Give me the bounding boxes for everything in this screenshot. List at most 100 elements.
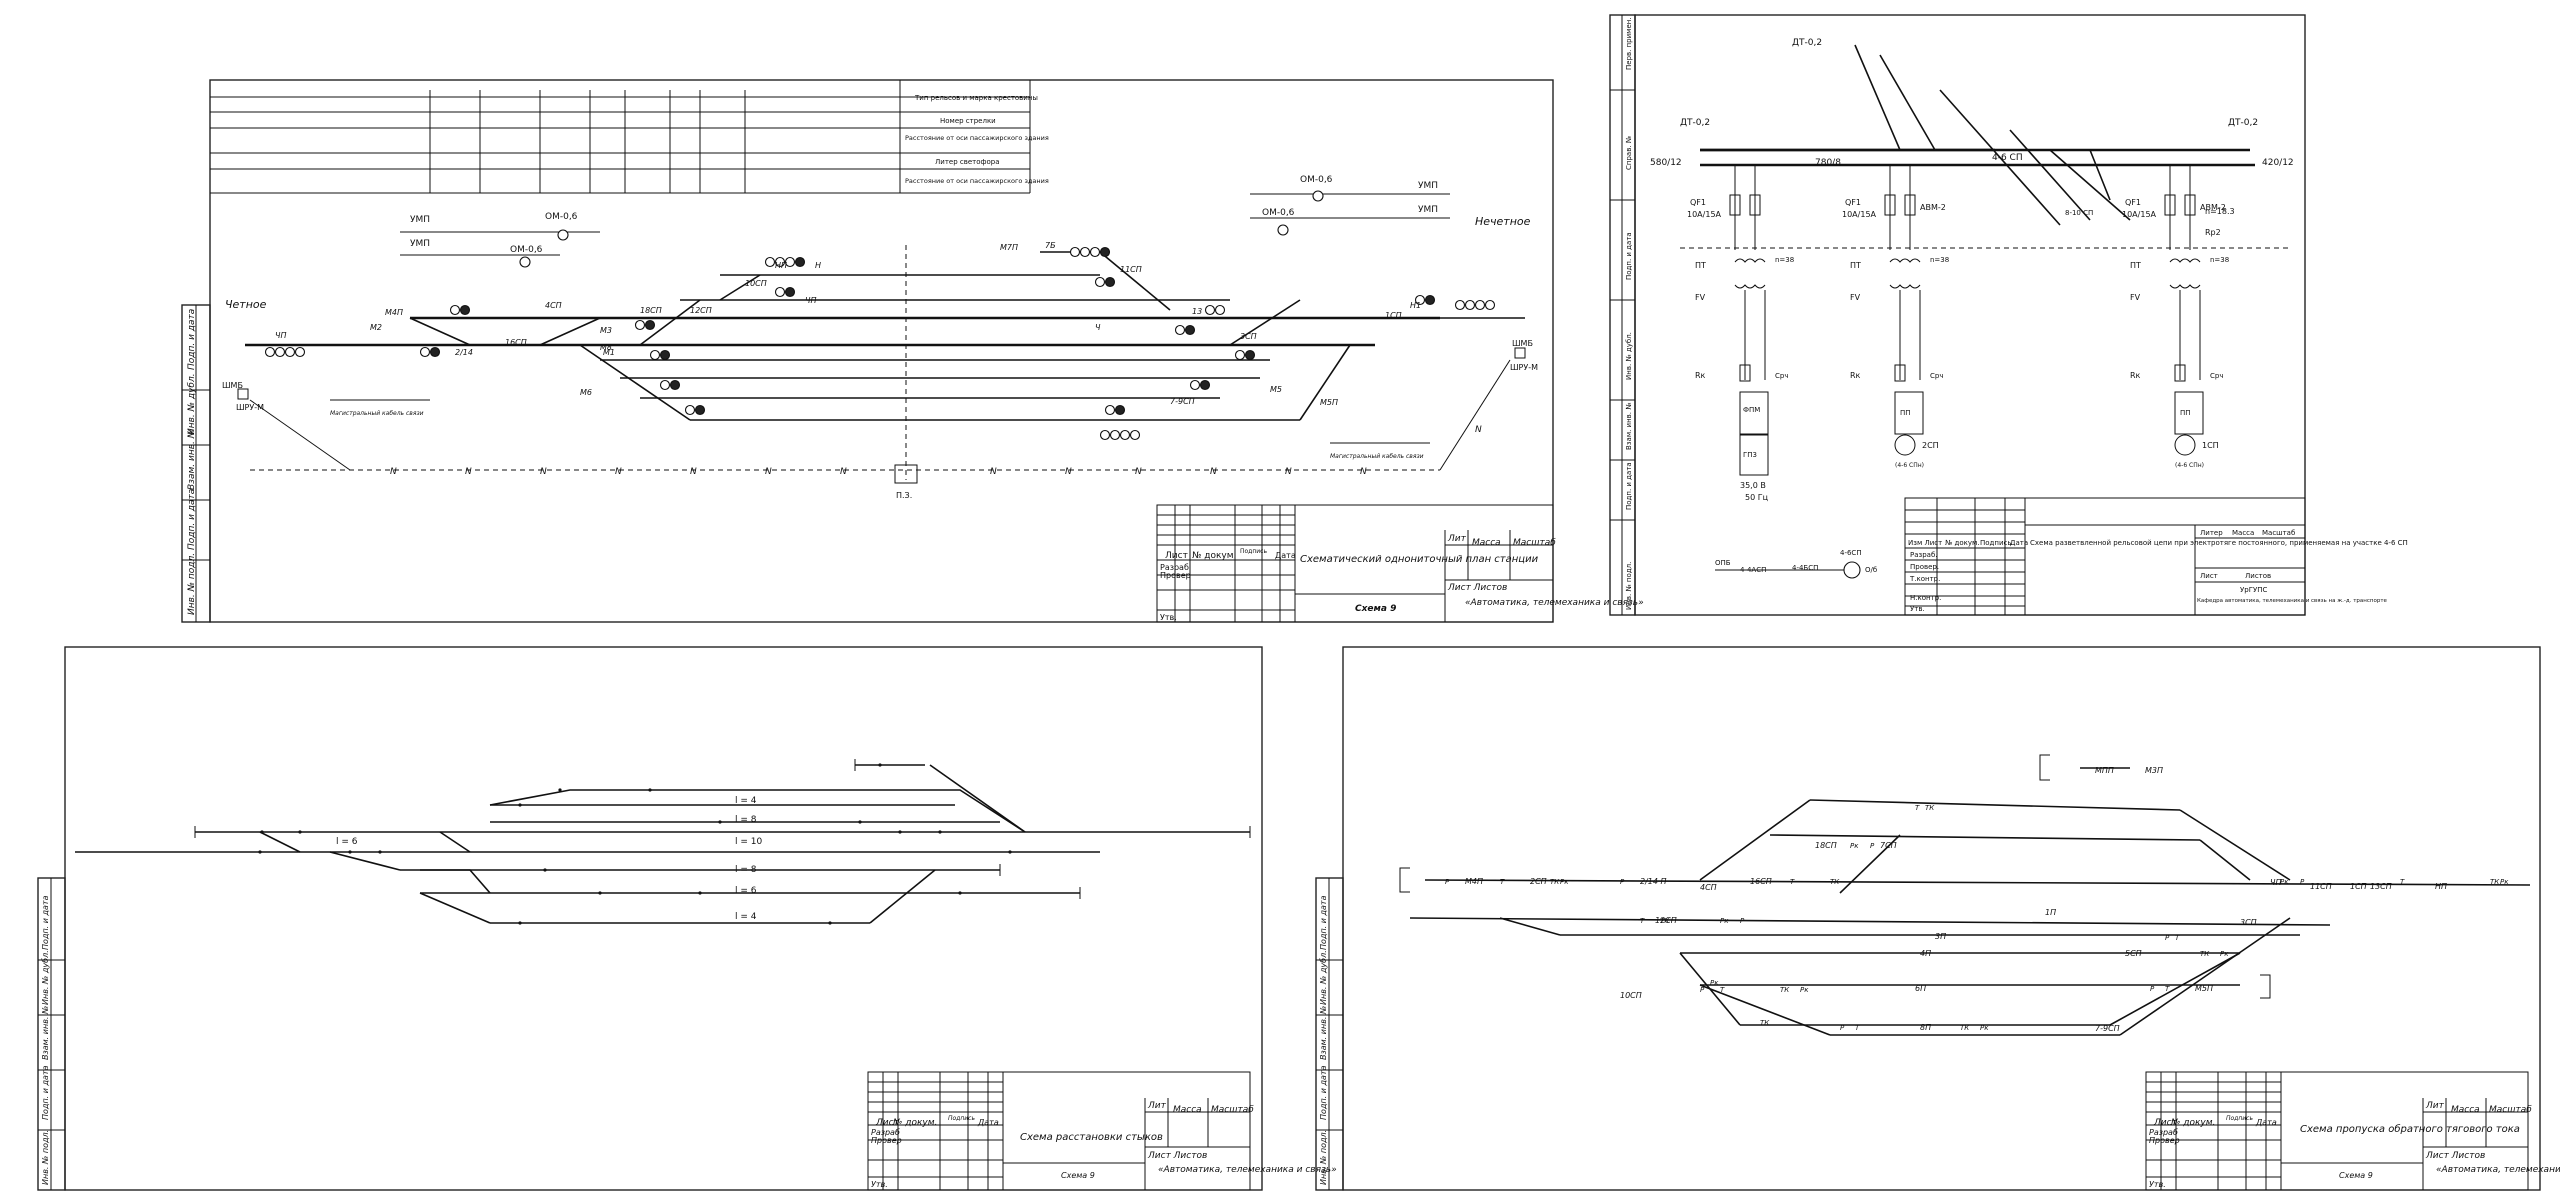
relay-box [2174, 391, 2204, 435]
rt-label: Т [1640, 917, 1645, 925]
stamp1-list: Лист [1165, 551, 1188, 561]
fv-label: FV [2130, 293, 2141, 302]
stamp1-listov: Лист Листов [1447, 583, 1507, 593]
label-810sp: 8-10 СП [2065, 209, 2093, 217]
signal-lamp [634, 319, 646, 331]
header-row-5: Расстояние от оси пассажирского здания [905, 177, 1049, 185]
joint-mark [878, 763, 882, 767]
track-segment [2179, 809, 2291, 881]
header-numbers [429, 90, 746, 193]
stamp-massa: Масса [1173, 1105, 1202, 1115]
l-label-5: l = 8 [735, 865, 757, 875]
stamp-org: «Автоматика, телемеханика и связь» [2436, 1165, 2560, 1175]
joint-mark [543, 868, 547, 872]
signal-label: 11СП [1120, 265, 1142, 274]
signal-label: ЧП [805, 296, 817, 305]
signal-lamp [784, 256, 796, 268]
track-label: 1СП [2350, 882, 2367, 891]
signal-lamp [1069, 246, 1081, 258]
rt-label: Т [2175, 934, 2180, 942]
transformer-coil [2169, 258, 2201, 263]
signal-lamp [264, 346, 276, 358]
signal-lamp [764, 256, 776, 268]
rk-resistor [1894, 364, 1906, 382]
signal-lamp [1464, 299, 1476, 311]
signal-label: 16СП [505, 338, 527, 347]
passenger-building-label: П.З. [896, 491, 912, 500]
side-label: Инв. № подл. [41, 1130, 50, 1185]
track-label: 7-9СП [2095, 1024, 2120, 1033]
signal-label: М8 [600, 343, 612, 352]
joint-mark [298, 830, 302, 834]
signal-lamp [774, 256, 786, 268]
srch-label: Срч [1775, 372, 1788, 380]
joint-mark [828, 921, 832, 925]
stamp-sign: Подпись [2226, 1115, 2253, 1122]
side-label: Взам. инв. № [41, 1006, 50, 1060]
bracket [2039, 754, 2050, 781]
rt-label: Р [1740, 917, 1745, 925]
pt-label: ПТ [2130, 261, 2141, 270]
stamp-frame [867, 1071, 1251, 1191]
signal-lamp [774, 286, 786, 298]
n-label: N [615, 467, 622, 477]
n-label: N [1135, 467, 1142, 477]
track-label: 2/14 П [1640, 877, 1667, 886]
stamp-prover: Провер [871, 1136, 902, 1145]
track-segment [1809, 799, 2181, 811]
n-ratio: n=38 [1930, 256, 1949, 264]
signal-lamp [459, 304, 471, 316]
joint-mark [698, 891, 702, 895]
track-label: 1П [2045, 908, 2056, 917]
side-label: Подп. и дата [1319, 895, 1328, 950]
signal-label: Н1 [1410, 301, 1421, 310]
passenger-building-box [894, 464, 918, 484]
track-segment [1839, 834, 1901, 894]
pp-label: ПП [1900, 409, 1911, 417]
shmb-right: ШМБ [1512, 339, 1533, 348]
signal-lamp [274, 346, 286, 358]
pp-label: ПП [2180, 409, 2191, 417]
side-label-4: Подп. и дата [187, 489, 197, 550]
signal-lamp [429, 346, 441, 358]
track-segment [1499, 917, 1561, 936]
side-label: Инв. № дубл. [1319, 950, 1328, 1005]
side-label-3: Взам. инв. № [187, 429, 197, 490]
dt-right: ДТ-0,2 [2228, 118, 2258, 128]
stamp-frame [2145, 1071, 2529, 1191]
l-label-7: l = 4 [735, 912, 757, 922]
signal-lamp [284, 346, 296, 358]
header-row-1: Тип рельсов и марка крестовины [914, 94, 1038, 102]
signal-label: 7Б [1045, 241, 1056, 250]
joint-mark [648, 788, 652, 792]
rt-label: ТК [1925, 804, 1935, 812]
stamp1-scheme: Схема 9 [1355, 604, 1396, 614]
joint-tracks [75, 759, 1251, 925]
side-label: Взам. инв. № [1625, 402, 1633, 450]
joint-mark [260, 830, 264, 834]
qf-rating: 10А/15А [2122, 210, 2157, 219]
stamp-date: Дата [977, 1118, 999, 1127]
rt-label: Рк [2220, 950, 2229, 958]
track-label: 16СП [1750, 877, 1772, 886]
signal-label: 2/14 [455, 348, 473, 357]
stamp-title: Схема расстановки стыков [1020, 1132, 1163, 1143]
signal-label: М1 [603, 348, 615, 357]
pt-label: ПТ [1850, 261, 1861, 270]
n-label: N [1360, 467, 1367, 477]
ump-left-1: УМП [410, 215, 430, 225]
stamp1-date: Дата [1275, 551, 1296, 560]
direction-even: Четное [225, 298, 267, 311]
track-segment [419, 892, 491, 924]
n-ratio: n=38 [2210, 256, 2229, 264]
stamp1-utv: Утв. [1160, 613, 1177, 622]
relay-label: 2СП [1922, 441, 1939, 450]
rt-label: Т [2400, 878, 2405, 886]
pt-label: ПТ [1695, 261, 1706, 270]
bracket [2260, 974, 2271, 999]
stamp-scheme: Схема 9 [1061, 1171, 1095, 1180]
stamp-title: Схема пропуска обратного тягового тока [2300, 1123, 2520, 1135]
